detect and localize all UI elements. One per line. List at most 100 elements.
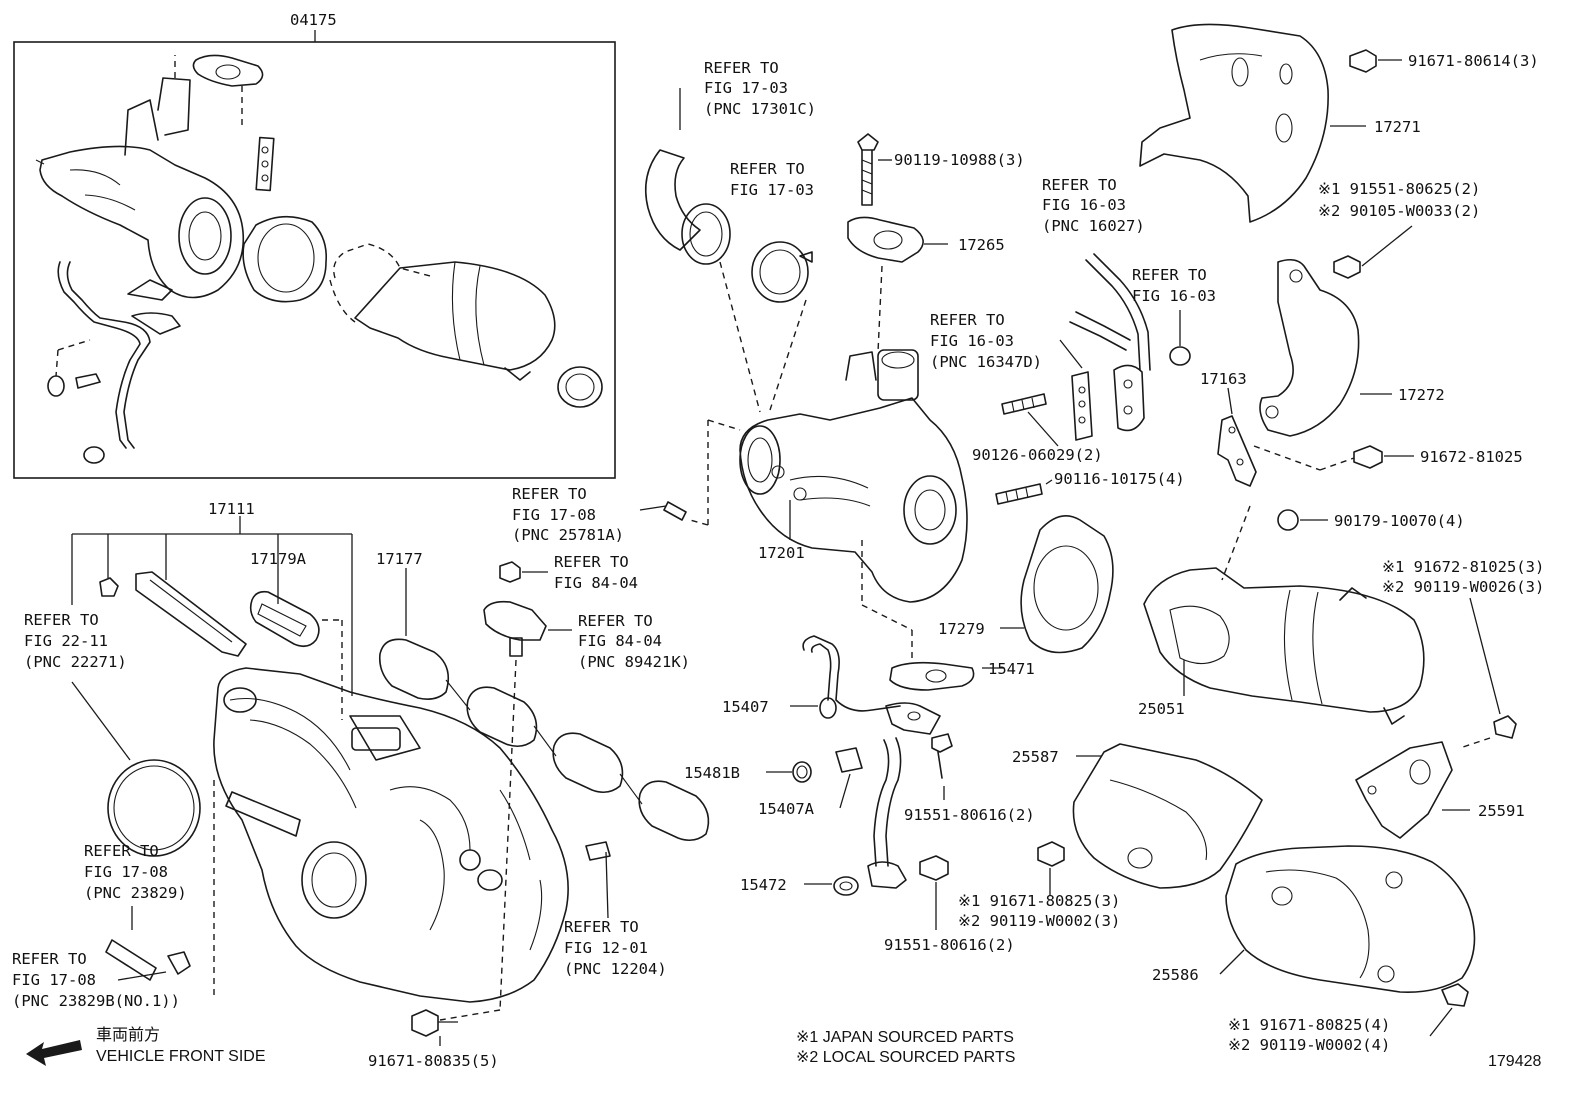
label-17271[interactable]: 17271 xyxy=(1374,118,1421,136)
svg-text:FIG 84-04: FIG 84-04 xyxy=(578,632,662,650)
svg-text:FIG 17-08: FIG 17-08 xyxy=(12,971,96,989)
heat-insulator-25587: 25587 xyxy=(1012,743,1263,889)
turbocharger-17201: 17201 xyxy=(689,349,968,660)
oil-pipe-16027 xyxy=(1059,253,1191,441)
label-15407[interactable]: 15407 xyxy=(722,698,769,716)
reference-84-04-b[interactable]: REFER TO FIG 84-04 (PNC 89421K) xyxy=(578,612,690,671)
svg-text:(PNC 16027): (PNC 16027) xyxy=(1042,217,1145,235)
label-91671-80835[interactable]: 91671-80835(5) xyxy=(368,1052,499,1070)
label-04175[interactable]: 04175 xyxy=(290,11,337,29)
bolt-91671-80825-3: ※1 91671-80825(3) ※2 90119-W0002(3) xyxy=(958,841,1120,930)
label-17201[interactable]: 17201 xyxy=(758,544,805,562)
label-91672-81025[interactable]: 91672-81025 xyxy=(1420,448,1523,466)
front-label-en: VEHICLE FRONT SIDE xyxy=(96,1048,266,1065)
label-25051[interactable]: 25051 xyxy=(1138,700,1185,718)
svg-text:REFER TO: REFER TO xyxy=(704,59,779,77)
kit-oil-pipe xyxy=(47,261,181,464)
label-17272[interactable]: 17272 xyxy=(1398,386,1445,404)
reference-16-03-c[interactable]: REFER TO FIG 16-03 (PNC 16347D) xyxy=(930,311,1042,371)
bracket-17163: 17163 91672-81025 xyxy=(1200,370,1523,487)
svg-text:FIG 12-01: FIG 12-01 xyxy=(564,939,648,957)
label-91551-80616-a[interactable]: 91551-80616(2) xyxy=(904,806,1035,824)
sensor-89421k xyxy=(439,561,572,1021)
svg-text:REFER TO: REFER TO xyxy=(930,311,1005,329)
svg-text:FIG 16-03: FIG 16-03 xyxy=(1042,196,1126,214)
reference-17-08-c[interactable]: REFER TO FIG 17-08 (PNC 23829B(NO.1)) xyxy=(12,950,180,1010)
label-25587[interactable]: 25587 xyxy=(1012,748,1059,766)
svg-text:(PNC 17301C): (PNC 17301C) xyxy=(704,100,816,118)
label-15471[interactable]: 15471 xyxy=(988,660,1035,678)
label-90119-w0026[interactable]: ※2 90119-W0026(3) xyxy=(1382,578,1544,596)
svg-text:FIG 84-04: FIG 84-04 xyxy=(554,574,638,592)
reference-84-04-a[interactable]: REFER TO FIG 84-04 xyxy=(554,553,638,592)
label-91671-80825-3[interactable]: ※1 91671-80825(3) xyxy=(958,892,1120,910)
kit-catalytic-converter xyxy=(329,243,556,381)
label-17163[interactable]: 17163 xyxy=(1200,370,1247,388)
label-91551-80616-b[interactable]: 91551-80616(2) xyxy=(884,936,1015,954)
label-91551-80625[interactable]: ※1 91551-80625(2) xyxy=(1318,180,1480,198)
svg-text:FIG 16-03: FIG 16-03 xyxy=(930,332,1014,350)
heat-insulator-25586: 25586 ※1 91671-80825(4) ※2 90119-W0002(4… xyxy=(1152,845,1476,1054)
svg-text:REFER TO: REFER TO xyxy=(84,842,159,860)
label-90119-w0002-4[interactable]: ※2 90119-W0002(4) xyxy=(1228,1036,1390,1054)
svg-text:REFER TO: REFER TO xyxy=(512,485,587,503)
label-90119-10988[interactable]: 90119-10988(3) xyxy=(894,151,1025,169)
note-japan: ※1 JAPAN SOURCED PARTS xyxy=(796,1029,1014,1046)
svg-text:FIG 17-03: FIG 17-03 xyxy=(730,181,814,199)
kit-gasket-large xyxy=(242,215,328,303)
svg-text:FIG 17-03: FIG 17-03 xyxy=(704,79,788,97)
note-local: ※2 LOCAL SOURCED PARTS xyxy=(796,1049,1015,1066)
label-90179-10070[interactable]: 90179-10070(4) xyxy=(1334,512,1465,530)
kit-turbo-housing xyxy=(35,55,245,299)
label-17177[interactable]: 17177 xyxy=(376,550,423,568)
svg-text:REFER TO: REFER TO xyxy=(564,918,639,936)
heat-insulator-17271: 17271 91671-80614(3) xyxy=(1139,23,1539,223)
intake-hose-group xyxy=(644,88,813,413)
label-15481b[interactable]: 15481B xyxy=(684,764,740,782)
kit-04175-group: 04175 xyxy=(13,11,616,479)
kit-ring xyxy=(557,366,603,408)
label-25586[interactable]: 25586 xyxy=(1152,966,1199,984)
svg-text:REFER TO: REFER TO xyxy=(730,160,805,178)
reference-16-03-a[interactable]: REFER TO FIG 16-03 (PNC 16027) xyxy=(1042,176,1145,235)
front-label-jp: 車両前方 xyxy=(96,1026,160,1044)
kit-gasket-small xyxy=(192,54,264,128)
label-90126-06029[interactable]: 90126-06029(2) xyxy=(972,446,1103,464)
reference-17-08-a[interactable]: REFER TO FIG 17-08 (PNC 25781A) xyxy=(512,485,624,544)
svg-text:REFER TO: REFER TO xyxy=(1042,176,1117,194)
label-17111[interactable]: 17111 xyxy=(208,500,255,518)
label-17265[interactable]: 17265 xyxy=(958,236,1005,254)
svg-text:REFER TO: REFER TO xyxy=(24,611,99,629)
label-15407a[interactable]: 15407A xyxy=(758,800,815,818)
svg-text:FIG 17-08: FIG 17-08 xyxy=(512,506,596,524)
reference-17-08-b[interactable]: REFER TO FIG 17-08 (PNC 23829) xyxy=(84,842,187,902)
front-arrow-icon xyxy=(26,1040,82,1066)
label-90105-w0033[interactable]: ※2 90105-W0033(2) xyxy=(1318,202,1480,220)
label-17279[interactable]: 17279 xyxy=(938,620,985,638)
bolt-91672-right: ※1 91672-81025(3) ※2 90119-W0026(3) xyxy=(1382,558,1544,749)
svg-text:FIG 16-03: FIG 16-03 xyxy=(1132,287,1216,305)
svg-text:FIG 22-11: FIG 22-11 xyxy=(24,632,108,650)
svg-text:(PNC 22271): (PNC 22271) xyxy=(24,653,127,671)
reference-16-03-b[interactable]: REFER TO FIG 16-03 xyxy=(1132,266,1216,305)
label-17179a[interactable]: 17179A xyxy=(250,550,307,568)
bracket-25591: 25591 xyxy=(1355,741,1525,839)
label-91671-80614[interactable]: 91671-80614(3) xyxy=(1408,52,1539,70)
vehicle-front-indicator: 車両前方 VEHICLE FRONT SIDE xyxy=(26,1026,266,1066)
reference-17-03-a[interactable]: REFER TO FIG 17-03 (PNC 17301C) xyxy=(704,59,816,118)
label-15472[interactable]: 15472 xyxy=(740,876,787,894)
oil-feed-pipe-group: 15471 15407 15481B 15407A 15472 91551-80… xyxy=(684,635,1035,954)
reference-12-01[interactable]: REFER TO FIG 12-01 (PNC 12204) xyxy=(564,918,667,978)
label-91672-81025-3[interactable]: ※1 91672-81025(3) xyxy=(1382,558,1544,576)
label-91671-80825-4[interactable]: ※1 91671-80825(4) xyxy=(1228,1016,1390,1034)
svg-text:FIG 17-08: FIG 17-08 xyxy=(84,863,168,881)
svg-text:(PNC 89421K): (PNC 89421K) xyxy=(578,653,690,671)
label-90116-10175[interactable]: 90116-10175(4) xyxy=(1054,470,1185,488)
label-25591[interactable]: 25591 xyxy=(1478,802,1525,820)
studs-group: 90126-06029(2) 90116-10175(4) xyxy=(972,393,1185,505)
reference-22-11[interactable]: REFER TO FIG 22-11 (PNC 22271) xyxy=(24,611,127,671)
reference-17-03-b[interactable]: REFER TO FIG 17-03 xyxy=(730,160,814,199)
label-90119-w0002-3[interactable]: ※2 90119-W0002(3) xyxy=(958,912,1120,930)
kit-plate xyxy=(255,136,275,192)
